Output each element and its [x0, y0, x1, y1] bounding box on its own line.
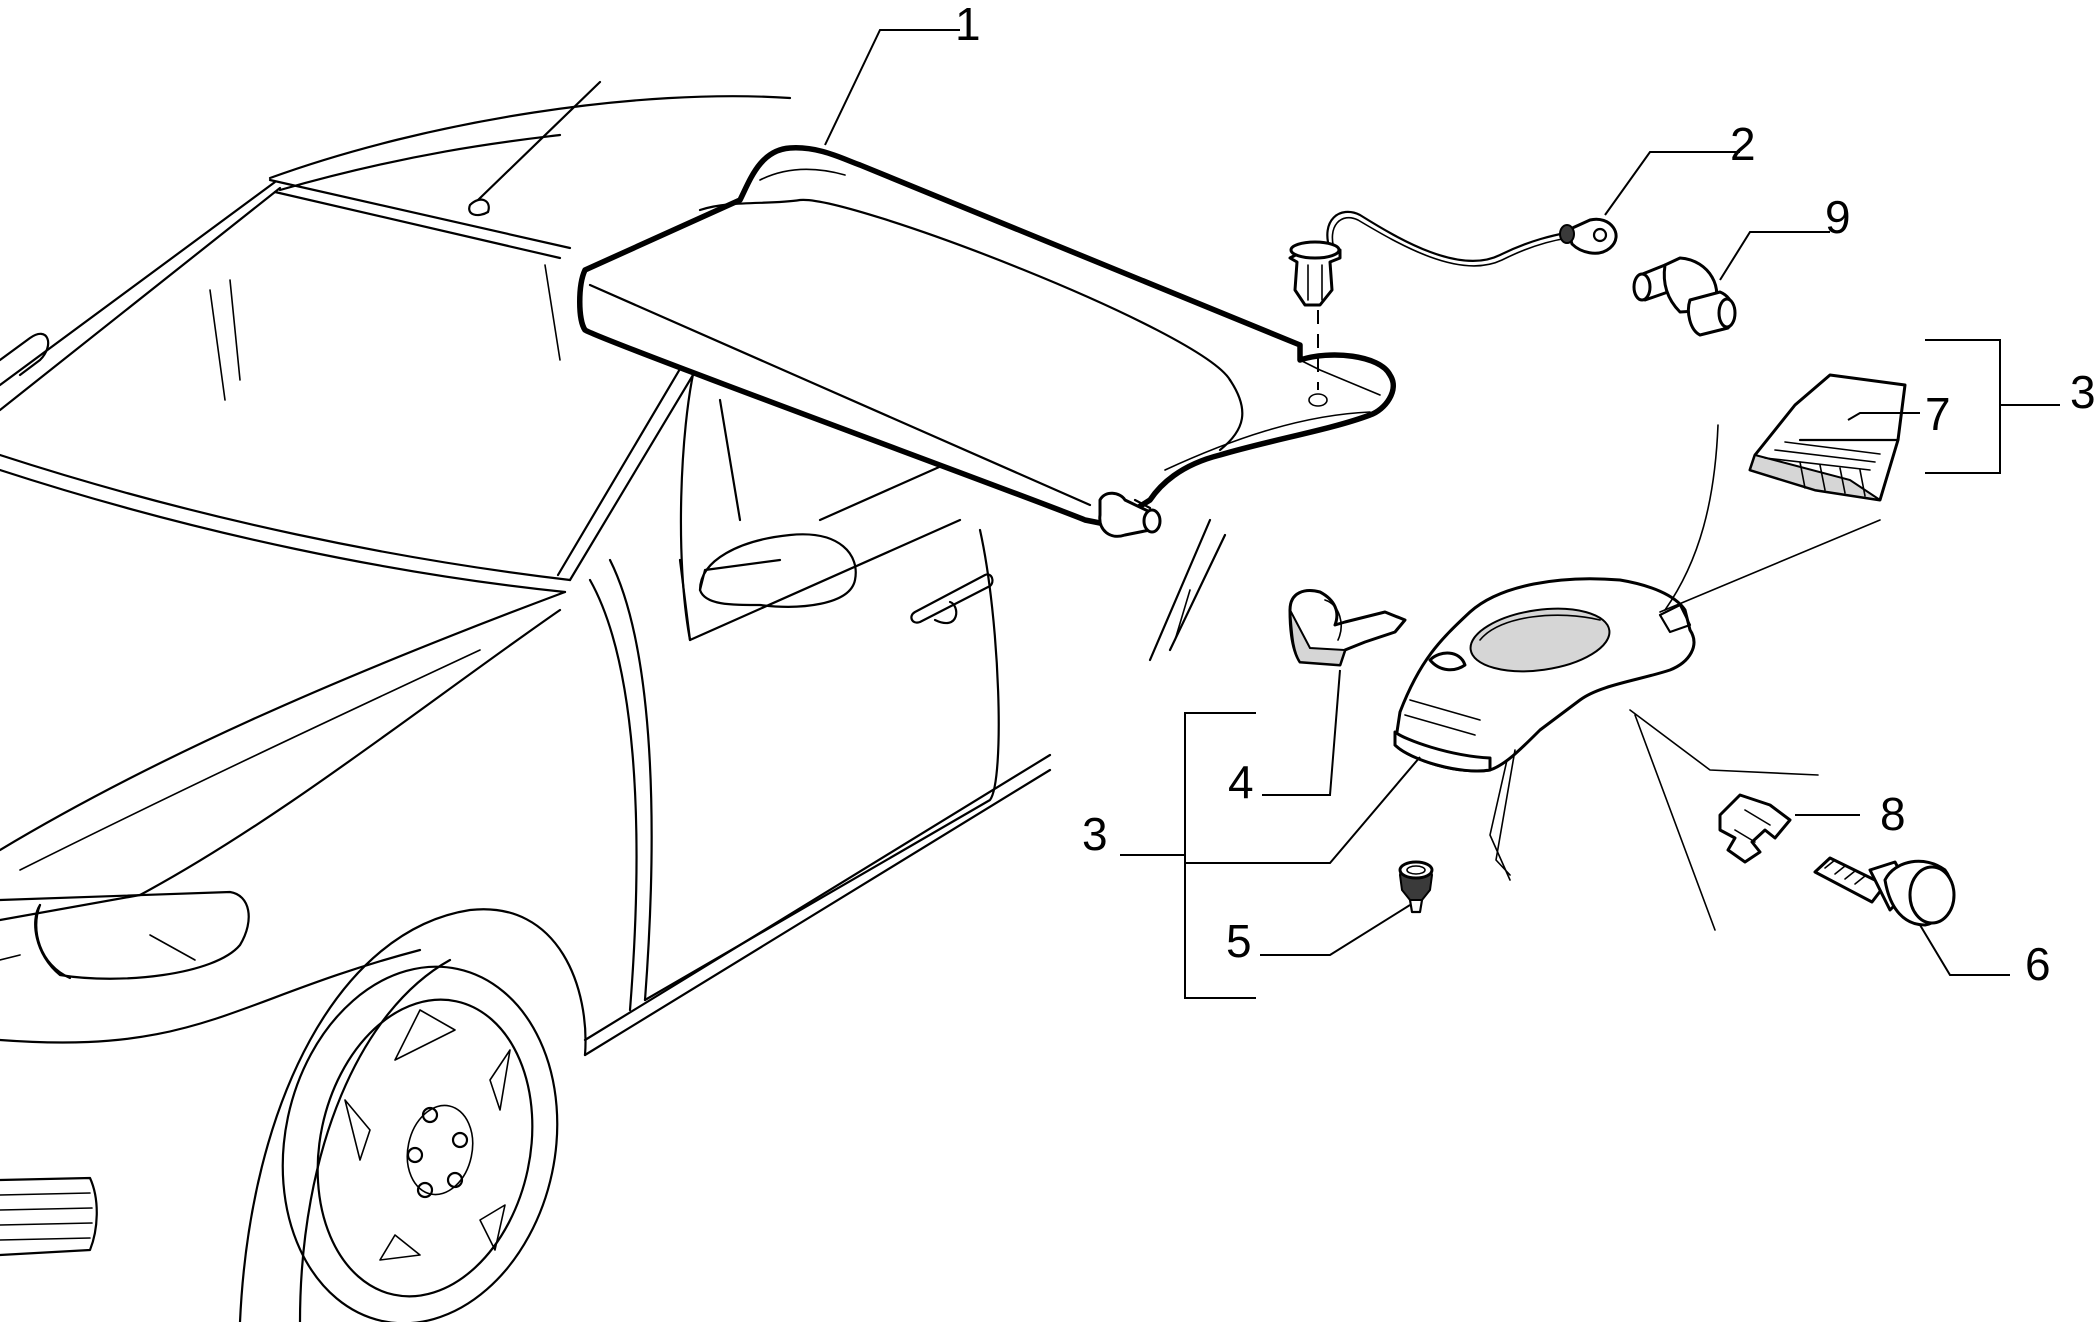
- part-5-screw: [1398, 860, 1434, 914]
- part-2-cable: [1288, 210, 1618, 390]
- callout-6: 6: [2025, 938, 2051, 990]
- part-7-bracket: [1748, 373, 1907, 502]
- callout-3-lower: 3: [1082, 808, 1108, 860]
- callout-2: 2: [1730, 118, 1756, 170]
- part-9-stud: [1632, 256, 1737, 337]
- callout-7: 7: [1925, 388, 1951, 440]
- callout-labels: 1 2 9 3 7 4 3 8 5 6: [955, 0, 2096, 990]
- callout-3-upper: 3: [2070, 366, 2096, 418]
- callout-8: 8: [1880, 788, 1906, 840]
- car-body: [0, 80, 1227, 1322]
- callout-4: 4: [1228, 756, 1254, 808]
- callout-5: 5: [1226, 915, 1252, 967]
- callout-1: 1: [955, 0, 981, 50]
- part-6-bolt: [1813, 856, 1956, 927]
- part-1-tonneau-cover: [577, 145, 1396, 538]
- part-8-clip: [1718, 793, 1792, 864]
- leader-lines: [824, 29, 2060, 999]
- part-3-support: [1393, 577, 1696, 773]
- part-4-hook: [1288, 589, 1407, 667]
- callout-9: 9: [1825, 191, 1851, 243]
